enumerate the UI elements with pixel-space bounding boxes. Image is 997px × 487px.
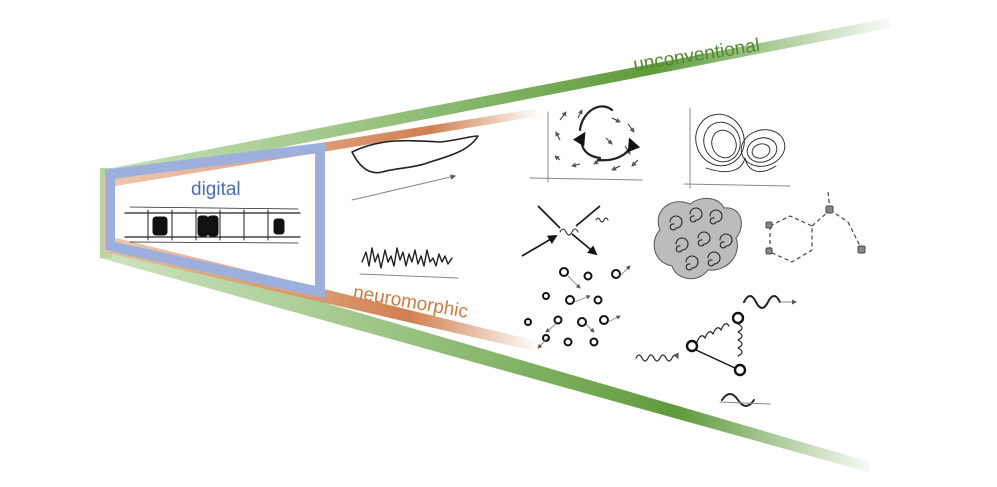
particle-cloud-sketch bbox=[524, 265, 631, 349]
vector-field-sketch bbox=[529, 105, 643, 183]
swirl-pattern-sketch bbox=[653, 198, 742, 280]
spike-train-sketch bbox=[359, 247, 459, 279]
particle-collision-sketch bbox=[521, 205, 609, 257]
function-curve-sketch bbox=[351, 135, 479, 201]
strange-attractor-sketch bbox=[683, 107, 791, 189]
spring-network-sketch bbox=[635, 311, 747, 377]
wave-sketch bbox=[719, 295, 797, 407]
turing-tape-sketch bbox=[124, 206, 301, 244]
digital-label: digital bbox=[191, 179, 241, 200]
digital-frame bbox=[105, 142, 325, 299]
unconventional-funnel bbox=[100, 18, 890, 472]
molecule-ring-sketch bbox=[765, 191, 866, 263]
